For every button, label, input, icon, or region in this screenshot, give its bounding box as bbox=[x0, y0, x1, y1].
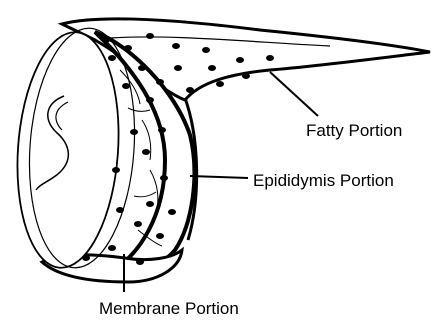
fat-dot bbox=[146, 33, 154, 39]
fat-dot bbox=[82, 255, 90, 261]
fat-dot bbox=[102, 37, 110, 43]
fat-dot bbox=[122, 83, 130, 89]
fatty-portion-label: Fatty Portion bbox=[306, 122, 402, 139]
fatty-leader-line bbox=[270, 72, 318, 116]
fat-dot bbox=[108, 55, 116, 61]
fat-dot bbox=[130, 129, 138, 135]
fat-dot bbox=[168, 209, 176, 215]
fat-dot bbox=[108, 245, 116, 251]
fat-dot bbox=[236, 57, 244, 63]
fat-dot bbox=[146, 97, 154, 103]
fat-dot bbox=[138, 65, 146, 71]
fat-dot bbox=[216, 81, 224, 87]
fat-dot bbox=[156, 79, 164, 85]
fat-dot bbox=[136, 259, 144, 265]
fat-dot bbox=[156, 233, 164, 239]
fat-dot bbox=[142, 149, 150, 155]
fat-dot bbox=[116, 207, 124, 213]
epididymis-portion-label: Epididymis Portion bbox=[253, 172, 394, 189]
fatty-portion bbox=[62, 19, 430, 100]
fat-dot bbox=[112, 167, 120, 173]
epididymis-leader-line bbox=[190, 176, 248, 178]
fat-dot bbox=[266, 55, 274, 61]
fat-dot bbox=[158, 127, 166, 133]
fat-dot bbox=[172, 43, 180, 49]
membrane-portion-label: Membrane Portion bbox=[99, 300, 239, 317]
fat-dot bbox=[242, 73, 250, 79]
fat-dot bbox=[202, 47, 210, 53]
fat-dot bbox=[160, 175, 168, 181]
fat-dot bbox=[146, 201, 154, 207]
fat-dot bbox=[208, 65, 216, 71]
fat-dot bbox=[186, 87, 194, 93]
fat-dot bbox=[134, 221, 142, 227]
fat-dot bbox=[174, 65, 182, 71]
fat-dot bbox=[124, 45, 132, 51]
